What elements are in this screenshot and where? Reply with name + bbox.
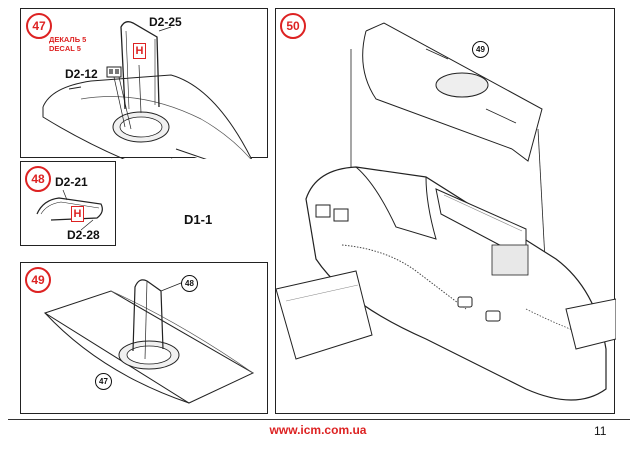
marker-h-step-47: H — [133, 43, 146, 59]
step-49-drawing — [43, 279, 255, 404]
ref-step-49: 49 — [472, 41, 489, 58]
ref-step-47: 47 — [95, 373, 112, 390]
part-label-d2-28: D2-28 — [67, 228, 100, 242]
step-47-panel: 47 D2-25 ДЕКАЛЬ 5 DECAL 5 H D2-12 — [20, 8, 268, 159]
page-number: 11 — [594, 424, 607, 438]
part-label-d2-25: D2-25 — [149, 15, 182, 29]
step-49-panel: 49 48 47 — [20, 262, 268, 414]
part-label-d2-21: D2-21 — [55, 175, 88, 189]
footer-url: www.icm.com.ua — [269, 423, 367, 437]
ref-step-48: 48 — [181, 275, 198, 292]
step-50-badge: 50 — [280, 13, 306, 39]
step-48-badge: 48 — [25, 166, 51, 192]
step-48-panel: 48 D2-21 H D2-28 — [20, 161, 116, 246]
part-label-d2-12: D2-12 — [65, 67, 98, 81]
step-50-drawing — [276, 22, 616, 401]
step-49-badge: 49 — [25, 267, 51, 293]
step-47-drawing — [42, 21, 253, 159]
marker-h-step-48: H — [71, 206, 84, 222]
footer-rule — [8, 419, 630, 420]
step-50-panel: 50 49 — [275, 8, 616, 414]
decal-5-label: ДЕКАЛЬ 5 DECAL 5 — [49, 35, 87, 53]
step-48-drawing — [36, 189, 103, 231]
step-47-badge: 47 — [26, 13, 52, 39]
part-label-d1-1: D1-1 — [184, 212, 213, 227]
